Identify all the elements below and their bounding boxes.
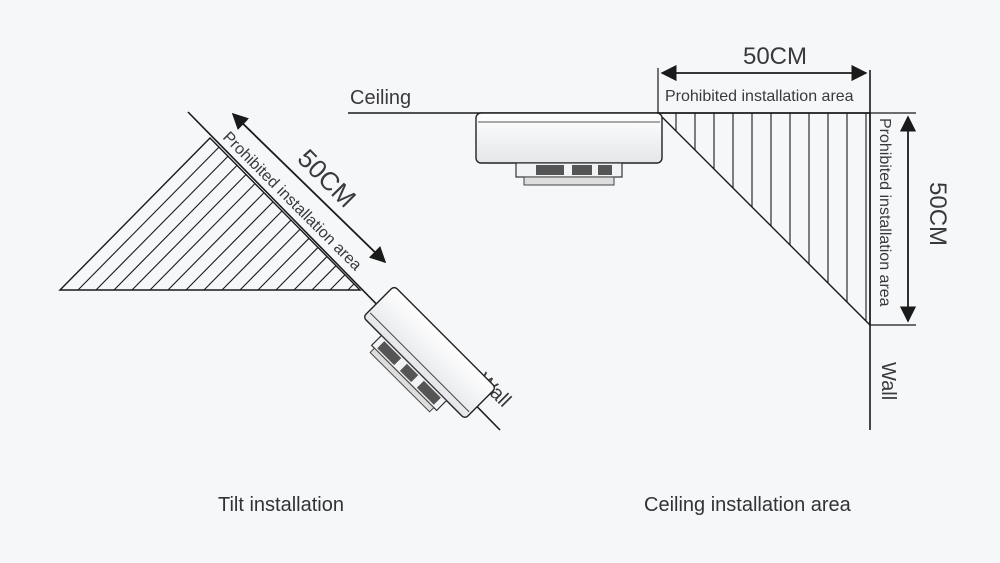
ceiling-installation-caption: Ceiling installation area xyxy=(644,494,851,516)
top-dimension-label: 50CM xyxy=(743,43,807,70)
hatch-line xyxy=(131,174,247,291)
hatch-line xyxy=(293,256,328,291)
hatch-line xyxy=(329,274,346,291)
hatch-line xyxy=(221,219,292,291)
hatch-line xyxy=(347,283,355,291)
ceiling-label: Ceiling xyxy=(350,87,411,109)
ceiling-installation-figure: Ceiling Wall 50CM Prohibited installatio… xyxy=(348,43,951,430)
tilt-installation-figure: 50CM Prohibited installation area Wall xyxy=(58,111,515,431)
right-wall-label: Wall xyxy=(877,362,899,400)
ceiling-smoke-detector xyxy=(475,112,663,186)
ceiling-prohibited-zone xyxy=(656,112,871,327)
hatch-line xyxy=(113,164,238,291)
hatch-line xyxy=(239,228,301,291)
hatch-line xyxy=(167,192,265,291)
tilt-dimension-arrow xyxy=(231,112,387,264)
hatch-line xyxy=(95,155,229,291)
top-zone-label: Prohibited installation area xyxy=(665,88,854,105)
hatch-line xyxy=(311,265,337,291)
side-dimension-label: 50CM xyxy=(924,182,951,246)
tilt-installation-caption: Tilt installation xyxy=(218,494,344,516)
hatch-line xyxy=(185,201,274,291)
side-zone-label: Prohibited installation area xyxy=(876,118,893,307)
hatch-line xyxy=(77,146,220,291)
tilt-smoke-detector xyxy=(364,286,496,418)
hatch-line xyxy=(275,247,319,291)
